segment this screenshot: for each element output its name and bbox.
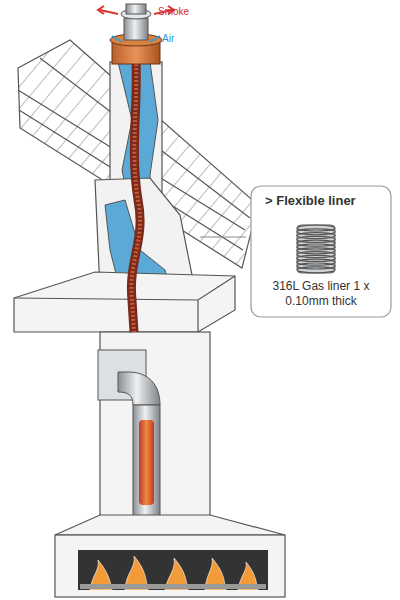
coil-ring (297, 267, 335, 273)
callout-body: 316L Gas liner 1 x 0.10mm thick (259, 279, 383, 309)
callout-box: > Flexible liner 316L Gas liner 1 x 0.10m… (251, 186, 391, 317)
smoke-label: Smoke (158, 6, 189, 17)
air-label: Air (162, 33, 174, 44)
callout-heading: > Flexible liner (263, 193, 358, 209)
